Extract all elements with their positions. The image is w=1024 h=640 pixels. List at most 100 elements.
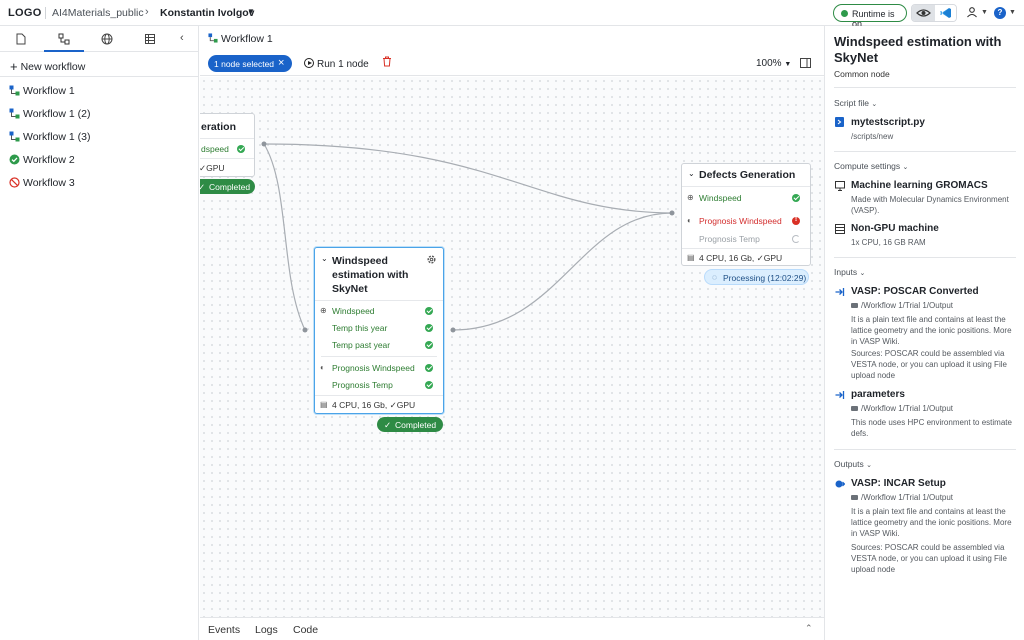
sidebar-item-label: Workflow 2 — [23, 154, 75, 166]
input-port[interactable]: Temp past year — [332, 340, 391, 350]
account-chevron-down-icon[interactable]: ▼ — [981, 9, 988, 16]
divider — [682, 248, 810, 249]
spinner-icon: ◌ — [712, 272, 718, 282]
output-path: /Workflow 1/Trial 1/Output — [851, 492, 1019, 503]
divider — [834, 151, 1016, 152]
divider — [321, 356, 437, 357]
node-generation[interactable]: eration dspeed ✓GPU — [200, 113, 255, 177]
play-icon — [304, 58, 314, 68]
runtime-label: Runtime is on — [852, 8, 895, 29]
help-chevron-down-icon[interactable]: ▼ — [1009, 9, 1016, 16]
input-title[interactable]: VASP: POSCAR Converted — [851, 286, 979, 297]
new-workflow-button[interactable]: +New workflow — [10, 58, 85, 74]
zoom-dropdown[interactable]: 100% ▼ — [756, 58, 791, 69]
tab-code[interactable]: Code — [293, 624, 319, 636]
script-name[interactable]: mytestscript.py — [851, 117, 925, 128]
selection-chip[interactable]: 1 node selected × — [208, 55, 292, 72]
run-node-button[interactable]: Run 1 node — [304, 57, 369, 70]
workflow-icon — [9, 85, 20, 96]
view-toggle — [911, 4, 957, 22]
account-button[interactable] — [966, 6, 978, 21]
divider — [45, 7, 46, 19]
input-port[interactable]: Windspeed — [332, 306, 375, 316]
compute-title: Non-GPU machine — [851, 223, 939, 234]
connection-wire — [452, 212, 673, 331]
node-details-panel: Windspeed estimation with SkyNet Common … — [824, 26, 1024, 640]
gear-icon[interactable] — [426, 254, 437, 265]
section-inputs[interactable]: Inputs ⌄ — [834, 267, 865, 277]
user-icon — [967, 7, 977, 18]
input-path: /Workflow 1/Trial 1/Output — [851, 403, 1019, 414]
section-outputs[interactable]: Outputs ⌄ — [834, 459, 872, 469]
divider — [315, 300, 443, 301]
chevron-down-icon: ⌄ — [859, 270, 866, 277]
input-sources: Sources: POSCAR could be assembled via V… — [851, 349, 1007, 380]
tab-table[interactable] — [130, 26, 170, 52]
tab-logs[interactable]: Logs — [255, 624, 278, 636]
chevron-down-icon[interactable]: ▼ — [247, 7, 255, 16]
trash-icon — [383, 56, 391, 67]
workflow-icon — [9, 108, 20, 119]
input-port[interactable]: Windspeed — [699, 193, 742, 203]
check-status-icon — [425, 307, 433, 315]
check-status-icon — [425, 364, 433, 372]
input-title[interactable]: parameters — [851, 389, 905, 400]
collapse-chevron-icon[interactable]: ⌄ — [688, 169, 695, 178]
check-icon: ✓ — [200, 182, 206, 192]
input-arrow-icon — [835, 288, 845, 296]
tab-files[interactable] — [2, 26, 42, 52]
node-defects-generation[interactable]: ⌄ Defects Generation ⊕ Windspeed ◐ Progn… — [681, 163, 811, 266]
output-port[interactable]: Prognosis Windspeed — [699, 216, 782, 226]
tab-events[interactable]: Events — [208, 624, 241, 636]
output-port[interactable]: Prognosis Temp — [699, 234, 760, 244]
help-icon[interactable]: ? — [994, 7, 1006, 19]
port-label[interactable]: dspeed — [201, 144, 229, 154]
script-path: /scripts/new — [851, 132, 894, 141]
port-handle — [450, 327, 456, 333]
collapse-chevron-icon[interactable]: ⌄ — [321, 254, 328, 263]
check-icon: ✓ — [384, 420, 392, 430]
tab-globe[interactable] — [87, 26, 127, 52]
user-name[interactable]: Konstantin Ivolgov — [160, 7, 255, 19]
section-script-file[interactable]: Script file ⌄ — [834, 98, 877, 108]
check-status-icon — [425, 381, 433, 389]
node-resources: 4 CPU, 16 Gb, ✓GPU — [332, 400, 416, 410]
output-arrow-icon — [835, 480, 845, 488]
bottom-panel-tabs: Events Logs Code ⌃ — [200, 617, 824, 640]
runtime-dot-icon — [841, 10, 848, 17]
node-windspeed-estimation[interactable]: ⌄ Windspeed estimation with SkyNet ⊕ Win… — [314, 247, 444, 414]
section-compute-settings[interactable]: Compute settings ⌄ — [834, 161, 908, 171]
divider — [682, 186, 810, 187]
toggle-panel-button[interactable] — [800, 58, 811, 71]
forbidden-icon — [9, 177, 20, 188]
input-port[interactable]: Temp this year — [332, 323, 388, 333]
chevron-up-icon[interactable]: ⌃ — [805, 623, 813, 633]
error-status-icon — [792, 216, 800, 225]
delete-button[interactable] — [382, 56, 392, 70]
output-port[interactable]: Prognosis Windspeed — [332, 363, 415, 373]
connection-wires — [261, 141, 675, 333]
main-header: Workflow 1 — [200, 26, 824, 50]
workflow-icon — [58, 33, 70, 45]
output-sources: Sources: POSCAR could be assembled via V… — [851, 543, 1007, 574]
project-name[interactable]: AI4Materials_public — [52, 7, 144, 19]
tab-workflows[interactable] — [44, 26, 84, 52]
output-title[interactable]: VASP: INCAR Setup — [851, 478, 946, 489]
folder-icon — [851, 406, 858, 411]
check-status-icon — [425, 341, 433, 349]
selection-label: 1 node selected — [214, 59, 275, 69]
chevron-down-icon: ⌄ — [871, 101, 878, 108]
collapse-sidebar-chevron-icon[interactable]: ‹ — [180, 32, 184, 44]
workflow-canvas[interactable]: eration dspeed ✓GPU ✓ Completed ⌄ Windsp… — [200, 77, 824, 617]
eye-view-button[interactable] — [912, 5, 935, 21]
check-status-icon — [425, 324, 433, 332]
vscode-view-button[interactable] — [935, 5, 956, 21]
close-icon[interactable]: × — [278, 57, 285, 69]
section-label: Script file — [834, 98, 869, 108]
node-resources: ✓GPU — [200, 163, 225, 173]
logo: LOGO — [8, 7, 42, 19]
file-icon — [16, 33, 26, 45]
runtime-status-button[interactable]: Runtime is on — [833, 4, 907, 29]
output-port[interactable]: Prognosis Temp — [332, 380, 393, 390]
input-path-text: /Workflow 1/Trial 1/Output — [861, 404, 954, 413]
